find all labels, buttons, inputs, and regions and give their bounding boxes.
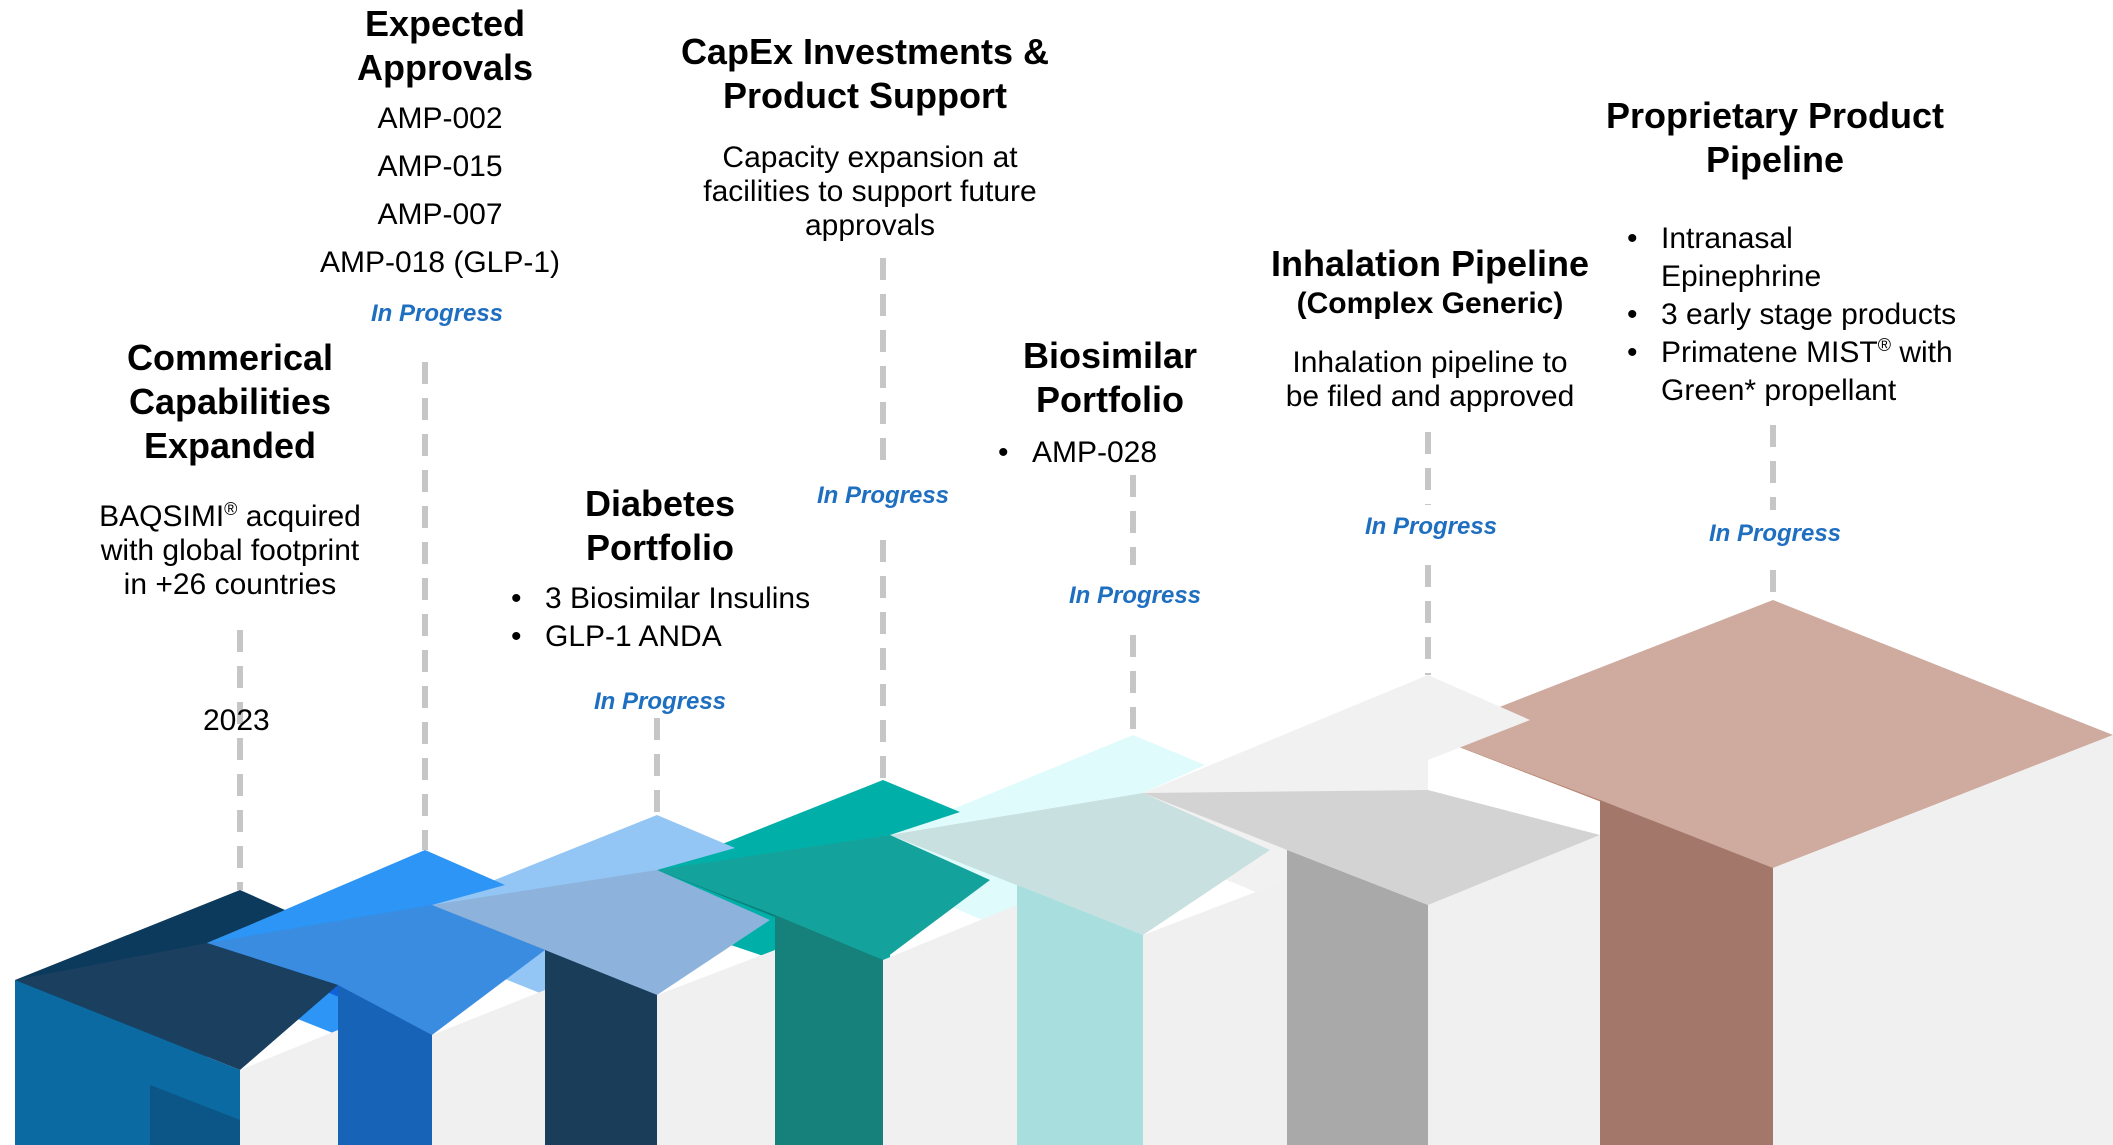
proprietary-title-line-1: Proprietary Product <box>1605 95 1945 136</box>
approval-item: AMP-015 <box>377 150 503 183</box>
diabetes-title-line-2: Portfolio <box>586 527 734 568</box>
capex-description-line-1: Capacity expansion at <box>722 141 1018 174</box>
proprietary-bullets: Intranasal Epinephrine 3 early stage pro… <box>1625 220 2095 410</box>
inhalation-description-line-2: be filed and approved <box>1285 380 1575 413</box>
biosimilar-title-line-1: Biosimilar <box>1022 335 1198 376</box>
capex-status: In Progress <box>816 482 950 509</box>
inhalation-title: Inhalation Pipeline <box>1240 242 1620 286</box>
step-approvals-front-shade <box>338 985 432 1145</box>
proprietary-bullet-line: 3 early stage products <box>1661 298 1957 331</box>
diabetes-title: Diabetes Portfolio <box>520 482 800 570</box>
inhalation-subtitle: (Complex Generic) <box>1296 287 1564 320</box>
capex-title-line-2: Product Support <box>723 75 1007 116</box>
step-biosimilar-side <box>1143 880 1287 1145</box>
approvals-title-line-1: Expected <box>364 3 526 44</box>
proprietary-bullet-line: Primatene MIST® with <box>1661 334 2095 372</box>
inhalation-title-line-1: Inhalation Pipeline <box>1270 243 1590 284</box>
approval-item: AMP-002 <box>377 102 503 135</box>
step-biosimilar-front-shade <box>1017 885 1143 1145</box>
connector-lines <box>237 258 1776 890</box>
approval-item: AMP-018 (GLP-1) <box>319 246 561 279</box>
capex-title-line-1: CapEx Investments & <box>680 31 1050 72</box>
registered-mark: ® <box>224 499 238 519</box>
approvals-list: AMP-002 AMP-015 AMP-007 AMP-018 (GLP-1) <box>260 95 620 287</box>
proprietary-title-line-2: Pipeline <box>1705 139 1845 180</box>
inhalation-status: In Progress <box>1364 513 1498 540</box>
capex-title: CapEx Investments & Product Support <box>640 30 1090 118</box>
biosimilar-bullet: AMP-028 <box>996 434 1246 472</box>
proprietary-bullet: 3 early stage products <box>1625 296 2095 334</box>
approvals-status: In Progress <box>370 300 504 327</box>
step-inhalation-top-right <box>1143 790 1600 905</box>
step-diabetes-top-right <box>432 870 770 995</box>
step-diabetes-side <box>657 950 775 1145</box>
step-capex-front-shade <box>775 915 883 1145</box>
biosimilar-status: In Progress <box>1068 582 1202 609</box>
proprietary-status: In Progress <box>1708 520 1842 547</box>
inhalation-description: Inhalation pipeline to be filed and appr… <box>1240 346 1620 414</box>
proprietary-bullet: Intranasal Epinephrine <box>1625 220 2095 296</box>
commercial-title: Commerical Capabilities Expanded <box>95 336 365 468</box>
commercial-title-line-1: Commerical <box>126 337 334 378</box>
year-label: 2023 <box>203 704 270 737</box>
capex-description-line-3: approvals <box>804 209 936 242</box>
diabetes-title-line-1: Diabetes <box>584 483 736 524</box>
step-biosimilar-top-right <box>890 793 1270 935</box>
commercial-description-line-2: with global footprint <box>100 534 360 567</box>
proprietary-bullet: Primatene MIST® with Green* propellant <box>1625 334 2095 410</box>
proprietary-bullet-line: Green* propellant <box>1661 374 1897 407</box>
approvals-title: Expected Approvals <box>310 2 580 90</box>
capex-description-line-2: facilities to support future <box>703 175 1037 208</box>
proprietary-bullet-line: Intranasal <box>1661 222 1793 255</box>
diabetes-bullets: 3 Biosimilar Insulins GLP-1 ANDA <box>509 580 869 656</box>
step-inhalation-side <box>1428 835 1600 1145</box>
diabetes-bullet: 3 Biosimilar Insulins <box>509 580 869 618</box>
step-diabetes-front-shade <box>545 950 657 1145</box>
with-text: with <box>1899 336 1953 369</box>
inhalation-description-line-1: Inhalation pipeline to <box>1292 346 1568 379</box>
acquired-text: acquired <box>245 500 361 533</box>
baqsimi-name: BAQSIMI <box>99 500 225 533</box>
proprietary-bullet-line: Epinephrine <box>1661 260 1822 293</box>
step-inhalation-front-shade <box>1287 850 1428 1145</box>
capex-description: Capacity expansion at facilities to supp… <box>670 141 1070 243</box>
commercial-title-line-3: Expanded <box>143 425 317 466</box>
biosimilar-title: Biosimilar Portfolio <box>995 334 1225 422</box>
diabetes-bullet: GLP-1 ANDA <box>509 618 869 656</box>
proprietary-title: Proprietary Product Pipeline <box>1580 94 1970 182</box>
commercial-description: BAQSIMI® acquired with global footprint … <box>60 500 400 602</box>
biosimilar-title-line-2: Portfolio <box>1036 379 1184 420</box>
step-proprietary <box>1428 600 2113 1145</box>
step-proprietary-side <box>1773 735 2113 1145</box>
approval-item: AMP-007 <box>377 198 503 231</box>
step-capex <box>657 780 1017 1145</box>
step-capex-side <box>883 905 1017 1145</box>
registered-mark: ® <box>1877 335 1891 355</box>
step-capex-top-right <box>657 835 990 960</box>
primatene-name: Primatene MIST <box>1661 336 1878 369</box>
biosimilar-bullets: AMP-028 <box>996 434 1246 472</box>
step-proprietary-front-shade <box>1600 800 1773 1145</box>
approvals-title-line-2: Approvals <box>356 47 534 88</box>
step-commercial <box>15 890 338 1145</box>
commercial-description-line-1: BAQSIMI® acquired <box>60 500 400 534</box>
step-approvals-top-right <box>207 905 545 1035</box>
commercial-title-line-2: Capabilities <box>128 381 332 422</box>
diabetes-status: In Progress <box>593 688 727 715</box>
step-commercial-top-right <box>15 943 338 1070</box>
step-approvals <box>207 850 545 1145</box>
step-commercial-front-shade <box>150 1085 240 1145</box>
commercial-description-line-3: in +26 countries <box>123 568 337 601</box>
step-commercial-side <box>240 1030 338 1145</box>
step-approvals-side <box>432 990 545 1145</box>
